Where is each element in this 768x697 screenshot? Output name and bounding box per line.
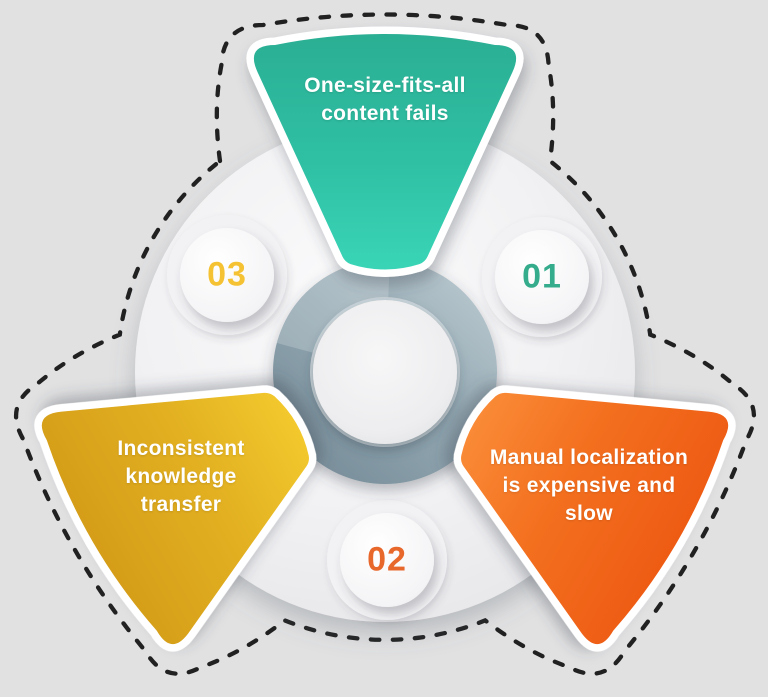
- dashed-outline: [13, 12, 757, 676]
- hub-ring: [273, 260, 497, 484]
- petal-bottom-right: [453, 385, 736, 652]
- hub-ring-bevel: [310, 297, 460, 447]
- petal-top-fill: [253, 34, 517, 270]
- petal-top: [246, 26, 524, 277]
- step-circle-03: [167, 215, 287, 335]
- step-dot-02: [340, 513, 434, 607]
- step-dot-03: [180, 228, 274, 322]
- petal-bottom-left-fill: [41, 392, 309, 645]
- petal-bottom-left: [34, 385, 317, 652]
- hub-inner-circle: [313, 300, 457, 444]
- step-dot-01: [495, 230, 589, 324]
- hub: [272, 259, 497, 484]
- step-circle-01: [482, 217, 602, 337]
- hub-ring-sheen: [272, 259, 497, 484]
- step-circle-02: [327, 500, 447, 620]
- petals: [34, 26, 736, 652]
- petal-bottom-right-fill: [461, 392, 729, 645]
